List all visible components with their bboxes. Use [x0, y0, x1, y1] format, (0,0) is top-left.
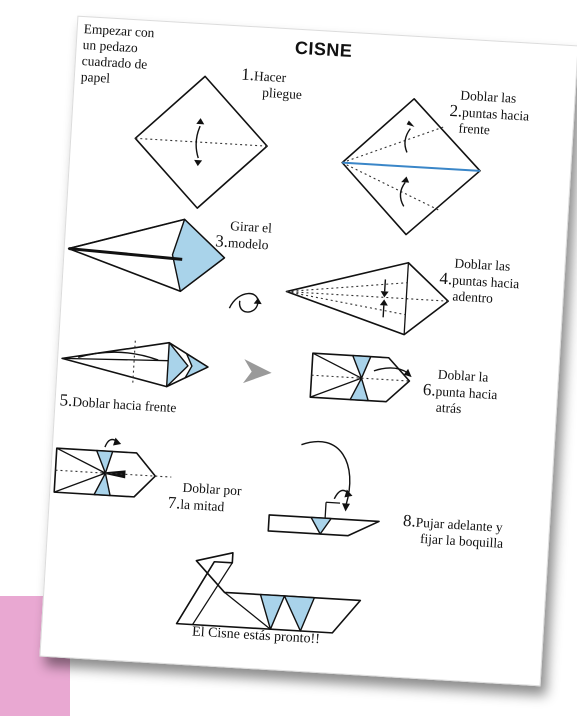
step-2-diagram: [341, 97, 481, 236]
step-7-diagram: [53, 437, 172, 498]
origami-diagrams: [53, 75, 481, 634]
rotate-icon: [228, 292, 262, 313]
step-3-diagram: [67, 218, 226, 293]
finished-swan-diagram: [175, 552, 362, 634]
step-6-diagram: [309, 352, 412, 403]
step-1-diagram: [134, 75, 268, 209]
step-4-diagram: [285, 261, 450, 336]
origami-instruction-sheet: CISNE Empezar con un pedazo cuadrado de …: [39, 15, 577, 687]
step-8-diagram: [267, 440, 380, 537]
step-5-diagram: [61, 340, 209, 388]
next-arrow-icon: [242, 359, 272, 384]
